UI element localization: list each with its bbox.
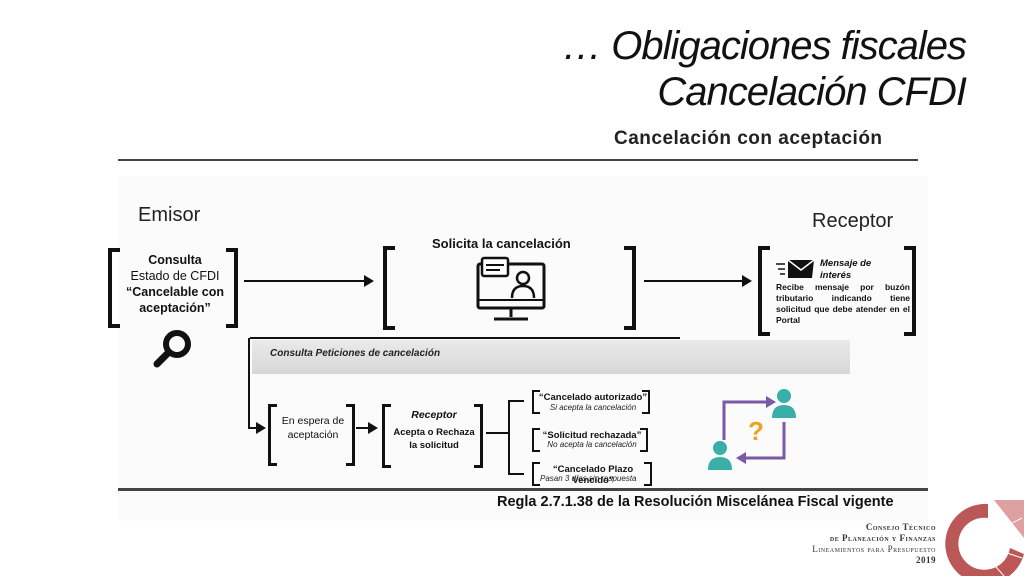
arrow-consulta-to-solicita — [244, 275, 374, 287]
envelope-icon — [776, 259, 815, 278]
bracket-left — [758, 246, 770, 336]
outcome-title: “Cancelado Plazo Vencido” — [552, 464, 634, 486]
bracket-left — [108, 248, 120, 328]
espera-line1: En espera de — [281, 415, 345, 427]
mensaje-body: Recibe mensaje por buzón tributario indi… — [776, 282, 910, 325]
outcome-title: “Solicitud rechazada” — [542, 430, 642, 441]
arrow-to-espera — [248, 422, 266, 434]
arrow-solicita-to-receptor — [644, 275, 752, 287]
consulta-line3: “Cancelable con — [126, 285, 224, 299]
branch-top — [508, 400, 524, 402]
bracket-left — [383, 246, 395, 330]
outcome-sub: Si acepta la cancelación — [549, 403, 637, 412]
subtitle: Cancelación con aceptación — [614, 128, 883, 149]
receptor-box-line2: la solicitud — [409, 440, 459, 451]
arrow-espera-to-receptor — [356, 422, 378, 434]
outcome-sub: Pasan 3 días sin respuesta — [540, 474, 637, 483]
bracket-right — [642, 390, 650, 414]
bracket-right — [624, 246, 636, 330]
consulta-peticiones-label: Consulta Peticiones de cancelación — [270, 348, 441, 359]
logo-text: Consejo Técnico de Planeación y Finanzas… — [776, 522, 936, 566]
band-top-line — [250, 337, 680, 339]
branch-vertical — [508, 400, 510, 474]
svg-text:?: ? — [748, 416, 764, 446]
logo-emblem-icon — [945, 500, 1024, 576]
bottom-divider — [118, 488, 928, 491]
connector-vertical — [248, 338, 250, 428]
branch-stub — [486, 432, 510, 434]
outcome-title: “Cancelado autorizado” — [538, 392, 648, 403]
bracket-right — [904, 246, 916, 336]
bracket-right — [346, 404, 355, 466]
logo-line4: 2019 — [916, 555, 936, 565]
magnifier-icon — [153, 330, 191, 368]
logo-line2: de Planeación y Finanzas — [829, 533, 936, 543]
espera-line2: aceptación — [287, 429, 339, 441]
consulta-line1: Consulta — [148, 253, 202, 267]
bracket-left — [268, 404, 277, 466]
consulta-line2: Estado de CFDI — [130, 269, 220, 283]
bracket-right — [644, 462, 652, 486]
consulta-peticiones-band — [252, 340, 850, 374]
outcome-sub: No acepta la cancelación — [547, 440, 637, 449]
user-exchange-icon: ? — [708, 389, 796, 470]
receptor-box-title: Receptor — [411, 409, 457, 421]
bracket-right — [640, 428, 648, 452]
receptor-box-line1: Acepta o Rechaza — [393, 427, 475, 438]
bracket-left — [532, 462, 540, 486]
logo-line1: Consejo Técnico — [865, 522, 936, 532]
mensaje-title: Mensaje de interés — [820, 258, 872, 281]
page-title-line2: Cancelación CFDI — [657, 70, 967, 114]
logo-line3: Lineamientos para Presupuesto — [812, 544, 936, 554]
receptor-label: Receptor — [812, 210, 894, 232]
bracket-left — [532, 390, 540, 414]
bracket-left — [382, 404, 391, 468]
bracket-right — [474, 404, 483, 468]
top-divider — [118, 159, 918, 161]
branch-bottom — [508, 473, 524, 475]
bracket-left — [532, 428, 540, 452]
solicita-label: Solicita la cancelación — [432, 236, 571, 251]
page-title-line1: … Obligaciones fiscales — [562, 24, 967, 68]
computer-user-icon — [476, 256, 546, 321]
bracket-right — [226, 248, 238, 328]
consulta-line4: aceptación” — [139, 301, 211, 315]
emisor-label: Emisor — [138, 204, 201, 226]
regla-text: Regla 2.7.1.38 de la Resolución Miscelán… — [497, 494, 894, 510]
